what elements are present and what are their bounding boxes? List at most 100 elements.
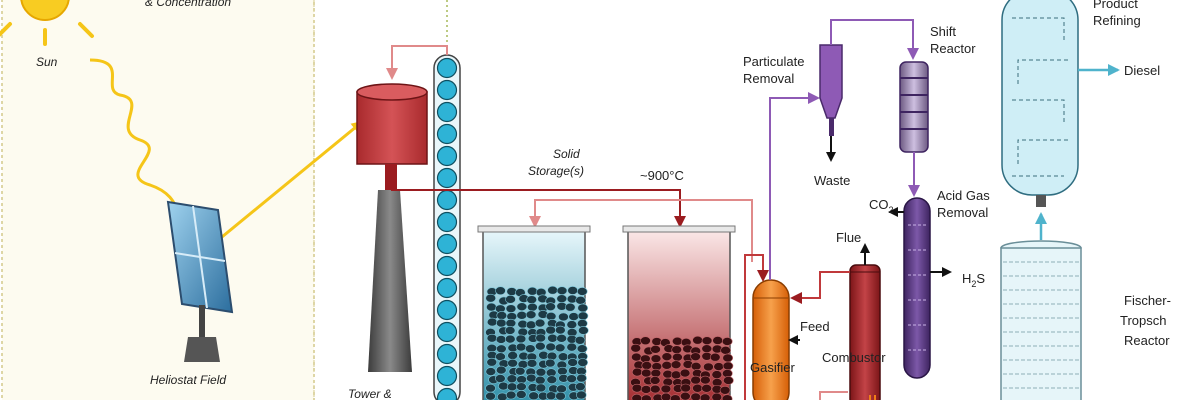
diesel-label: Diesel: [1124, 63, 1160, 78]
pebble: [641, 361, 653, 370]
pebble: [713, 362, 725, 371]
pebble: [495, 335, 507, 344]
pebble: [640, 368, 652, 378]
pebble: [630, 343, 642, 353]
pebble: [556, 334, 567, 343]
pebble: [640, 385, 652, 394]
pebble: [650, 354, 662, 363]
particle-ball: [436, 57, 458, 79]
pebble: [544, 358, 556, 368]
pebble: [649, 384, 661, 394]
pebble: [672, 352, 683, 362]
pebble: [555, 391, 566, 400]
particulate-label-1: Particulate: [743, 54, 804, 69]
pebble: [535, 383, 547, 393]
heliostat-label: Heliostat Field: [150, 373, 226, 387]
combustor-icon: [849, 264, 881, 400]
pebble: [495, 374, 506, 383]
pebble: [564, 302, 576, 312]
ft-label-3: Reactor: [1124, 333, 1170, 348]
pebble: [546, 351, 558, 361]
pebble: [699, 393, 711, 400]
solid-storage-label-2: Storage(s): [528, 164, 584, 178]
storage-tank-icon: [622, 225, 736, 400]
gasifier-icon: [752, 279, 790, 400]
pebble: [722, 361, 734, 371]
pebble: [670, 394, 681, 400]
hot-particle-line: [391, 189, 686, 228]
solid-storage-label-1: Solid: [553, 147, 580, 161]
cold-particle-line: [529, 199, 753, 262]
particle-ball: [436, 299, 458, 321]
pebble: [496, 344, 507, 354]
hot-solids-to-gasifier: [744, 254, 769, 400]
product-label-2: Refining: [1093, 13, 1141, 28]
pebble: [556, 384, 567, 394]
pebble: [525, 344, 536, 353]
pebble: [566, 320, 578, 329]
pebble: [672, 336, 683, 346]
pebble: [641, 394, 652, 400]
particle-ball: [436, 145, 458, 167]
pebble: [722, 353, 734, 363]
pebble: [546, 375, 558, 384]
pebble: [660, 392, 672, 400]
pebble: [566, 374, 577, 383]
pebble: [545, 342, 557, 352]
receiver-icon: [356, 83, 428, 190]
pebble: [650, 345, 661, 354]
pebble: [504, 326, 516, 335]
pebble: [721, 394, 733, 400]
particle-ball: [436, 277, 458, 299]
refining-column-icon: [1001, 0, 1079, 207]
combustor-inlet-stubs: [819, 391, 876, 400]
tower-icon: [368, 190, 412, 372]
pebble: [690, 392, 702, 400]
sun-icon: [0, 0, 94, 46]
tower-label: Tower &: [348, 387, 392, 400]
pebble: [506, 382, 518, 392]
pebble: [535, 341, 546, 351]
pebble: [515, 390, 527, 399]
pebble: [554, 343, 566, 353]
pebble: [692, 335, 703, 345]
gasifier-label: Gasifier: [750, 360, 795, 375]
pebble: [690, 375, 701, 385]
pebble: [486, 317, 498, 327]
pebble: [723, 376, 734, 385]
ft-label-1: Fischer-: [1124, 293, 1171, 308]
pebble: [567, 358, 578, 367]
pebble: [558, 312, 569, 322]
pebble: [545, 391, 557, 400]
shift-label-2: Reactor: [930, 41, 976, 56]
pebble: [516, 302, 528, 312]
pebble: [557, 366, 568, 376]
flue-label: Flue: [836, 230, 861, 245]
pebble: [516, 382, 527, 391]
pebble: [507, 358, 518, 368]
pebble: [577, 358, 589, 367]
pebble: [578, 326, 589, 335]
pebble: [527, 286, 538, 296]
pebble: [498, 381, 509, 391]
pebble: [568, 312, 580, 321]
product-label-1: Product: [1093, 0, 1138, 11]
particle-ball: [436, 321, 458, 343]
particle-ball: [436, 365, 458, 387]
pebble: [535, 367, 547, 377]
pebble: [575, 382, 586, 391]
waste-label: Waste: [814, 173, 850, 188]
particle-ball: [436, 101, 458, 123]
pebble: [486, 333, 498, 343]
pebble: [661, 352, 673, 362]
partial-title: & Concentration: [145, 0, 231, 9]
pebble: [514, 366, 526, 376]
char-recycle-line: [790, 271, 850, 304]
particle-ball: [436, 233, 458, 255]
acid-gas-label-2: Removal: [937, 205, 988, 220]
pebble: [661, 361, 673, 370]
shift-reactor-icon: [899, 61, 929, 153]
fischer-tropsch-icon: [1000, 240, 1082, 400]
pebble: [547, 333, 558, 343]
